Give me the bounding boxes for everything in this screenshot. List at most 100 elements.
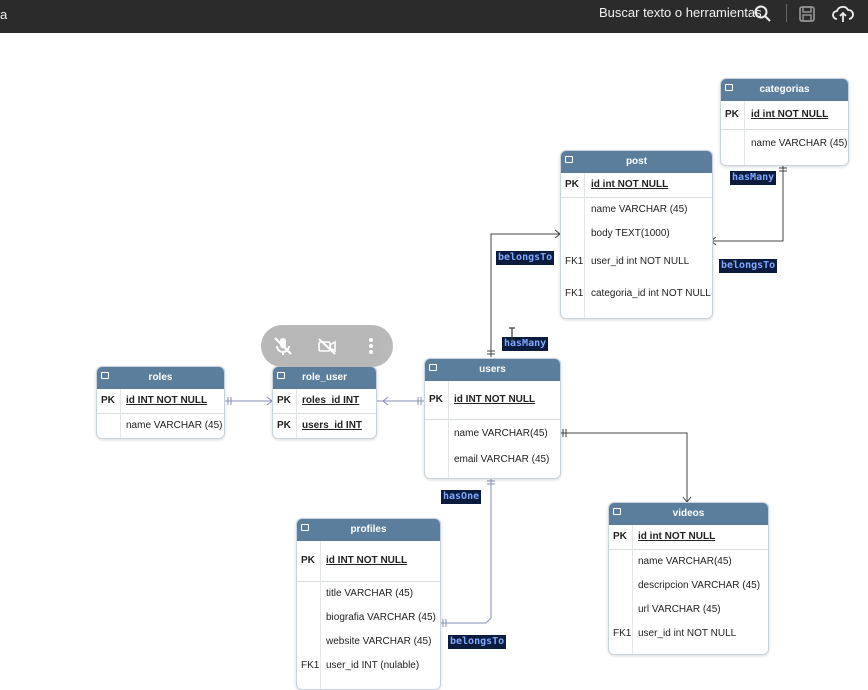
key-badge: FK1 — [565, 288, 584, 299]
field-name: id INT NOT NULL — [454, 394, 536, 405]
table-title: categorias — [759, 84, 810, 95]
call-controls-overlay — [261, 325, 393, 367]
table-row: name VARCHAR(45) — [425, 420, 560, 448]
text-cursor-icon — [508, 327, 516, 341]
table-post[interactable]: post PK id int NOT NULL name VARCHAR (45… — [560, 150, 713, 319]
table-row: body TEXT(1000) — [561, 222, 712, 246]
key-badge: PK — [725, 109, 739, 120]
table-row: PK id INT NOT NULL — [97, 389, 224, 413]
field-name: name VARCHAR (45) — [591, 204, 688, 215]
table-row: PK roles_id INT — [273, 389, 376, 413]
key-badge: FK1 — [613, 628, 632, 639]
table-row: name VARCHAR (45) — [561, 198, 712, 222]
table-title: roles — [148, 372, 173, 383]
collapse-icon[interactable] — [301, 524, 309, 531]
key-badge: PK — [277, 420, 291, 431]
relation-label-post-categorias-belongsto[interactable]: belongsTo — [719, 259, 778, 273]
table-header[interactable]: videos — [609, 503, 768, 525]
table-title: profiles — [350, 524, 387, 535]
collapse-icon[interactable] — [565, 156, 573, 163]
table-header[interactable]: roles — [97, 367, 224, 389]
field-name: users_id INT — [302, 420, 363, 431]
field-name: categoria_id int NOT NULL — [591, 288, 711, 299]
relation-label-post-users-belongsto[interactable]: belongsTo — [496, 251, 555, 265]
key-badge: FK1 — [565, 256, 584, 267]
table-header[interactable]: users — [425, 359, 560, 381]
relation-label-users-profiles-hasone[interactable]: hasOne — [441, 490, 482, 504]
table-row: PK id int NOT NULL — [609, 525, 768, 549]
key-badge: PK — [277, 395, 291, 406]
table-row: PK id INT NOT NULL — [297, 541, 440, 581]
field-name: user_id INT (nulable) — [326, 660, 420, 671]
field-name: name VARCHAR(45) — [454, 428, 548, 439]
field-name: website VARCHAR (45) — [326, 636, 432, 647]
key-badge: PK — [301, 555, 315, 566]
table-videos[interactable]: videos PK id int NOT NULL name VARCHAR(4… — [608, 502, 769, 655]
table-row: biografia VARCHAR (45) — [297, 606, 440, 630]
field-name: biografia VARCHAR (45) — [326, 612, 436, 623]
table-row: email VARCHAR (45) — [425, 448, 560, 472]
table-role-user[interactable]: role_user PK roles_id INT PK users_id IN… — [272, 366, 377, 439]
connector-users-profiles — [440, 477, 492, 624]
field-name: id INT NOT NULL — [326, 555, 408, 566]
upload-cloud-icon[interactable] — [832, 4, 854, 24]
field-name: user_id int NOT NULL — [591, 256, 690, 267]
table-row: FK1 user_id INT (nulable) — [297, 654, 440, 678]
table-users[interactable]: users PK id INT NOT NULL name VARCHAR(45… — [424, 358, 561, 479]
relation-label-post-categorias-hasmany[interactable]: hasMany — [730, 171, 777, 185]
table-row: PK id INT NOT NULL — [425, 381, 560, 419]
table-header[interactable]: post — [561, 151, 712, 173]
field-name: id INT NOT NULL — [126, 395, 208, 406]
table-row: url VARCHAR (45) — [609, 598, 768, 622]
collapse-icon[interactable] — [101, 372, 109, 379]
table-row: FK1 user_id int NOT NULL — [609, 622, 768, 646]
table-title: videos — [672, 508, 705, 519]
table-row: PK users_id INT — [273, 414, 376, 438]
field-name: email VARCHAR (45) — [454, 454, 550, 465]
key-badge: PK — [613, 531, 627, 542]
collapse-icon[interactable] — [613, 508, 621, 515]
relation-label-profiles-users-belongsto[interactable]: belongsTo — [448, 635, 507, 649]
collapse-icon[interactable] — [277, 372, 285, 379]
key-badge: PK — [429, 394, 443, 405]
field-name: name VARCHAR (45) — [126, 420, 223, 431]
table-row: website VARCHAR (45) — [297, 630, 440, 654]
table-profiles[interactable]: profiles PK id INT NOT NULL title VARCHA… — [296, 518, 441, 690]
field-name: id int NOT NULL — [751, 109, 829, 120]
search-tools-label[interactable]: Buscar texto o herramientas — [599, 5, 762, 20]
collapse-icon[interactable] — [429, 364, 437, 371]
table-header[interactable]: role_user — [273, 367, 376, 389]
field-name: url VARCHAR (45) — [638, 604, 721, 615]
mute-mic-icon[interactable] — [273, 336, 293, 356]
table-title: post — [625, 156, 648, 167]
toolbar-left-text: a — [0, 7, 8, 22]
key-badge: PK — [565, 179, 579, 190]
table-roles[interactable]: roles PK id INT NOT NULL name VARCHAR (4… — [96, 366, 225, 439]
field-name: name VARCHAR (45) — [751, 138, 848, 149]
table-row: name VARCHAR(45) — [609, 550, 768, 574]
table-row: FK1 categoria_id int NOT NULL — [561, 278, 712, 310]
table-row: FK1 user_id int NOT NULL — [561, 246, 712, 278]
table-row: name VARCHAR (45) — [97, 414, 224, 438]
table-row: PK id int NOT NULL — [561, 173, 712, 197]
table-title: role_user — [301, 372, 348, 383]
more-vertical-icon[interactable] — [361, 336, 381, 356]
table-row: name VARCHAR (45) — [721, 130, 848, 158]
field-name: roles_id INT — [302, 395, 360, 406]
collapse-icon[interactable] — [725, 84, 733, 91]
save-icon[interactable] — [797, 4, 817, 24]
table-title: users — [479, 364, 506, 375]
table-categorias[interactable]: categorias PK id int NOT NULL name VARCH… — [720, 78, 849, 166]
toolbar-separator — [786, 4, 787, 22]
table-header[interactable]: profiles — [297, 519, 440, 541]
field-name: id int NOT NULL — [591, 179, 669, 190]
field-name: user_id int NOT NULL — [638, 628, 737, 639]
table-header[interactable]: categorias — [721, 79, 848, 101]
camera-off-icon[interactable] — [317, 336, 337, 356]
connector-users-post — [490, 233, 560, 357]
search-icon[interactable] — [753, 4, 773, 24]
table-row: PK id int NOT NULL — [721, 101, 848, 129]
table-row: descripcion VARCHAR (45) — [609, 574, 768, 598]
table-row: title VARCHAR (45) — [297, 582, 440, 606]
